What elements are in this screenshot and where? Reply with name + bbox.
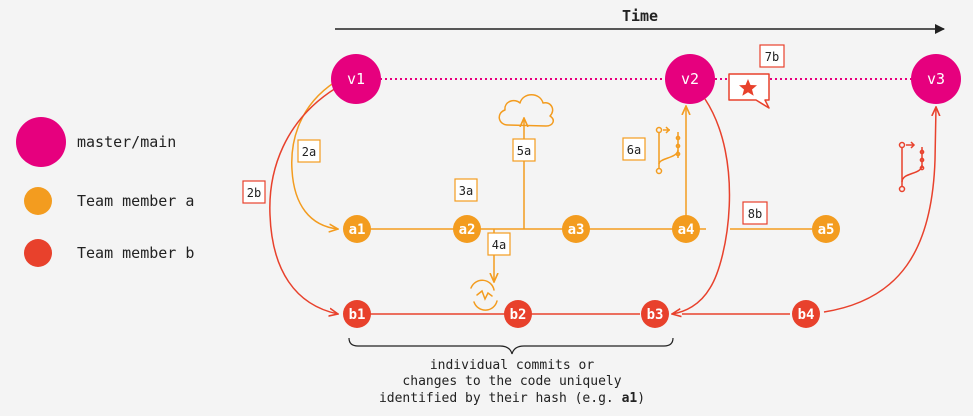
git-branch-icon — [898, 141, 925, 193]
step-label: 2a — [302, 145, 316, 159]
step-box-3a: 3a — [454, 178, 478, 202]
legend-item-team-a: Team member a — [24, 187, 194, 215]
cloud-icon — [498, 94, 554, 127]
v2-to-b3-arrow — [672, 98, 731, 314]
caption: individual commits or changes to the cod… — [379, 358, 645, 406]
legend-label: Team member a — [77, 192, 194, 210]
node-label: b1 — [349, 307, 366, 323]
step-box-2a: 2a — [297, 139, 321, 163]
legend-label: Team member b — [77, 244, 194, 262]
step-label: 7b — [765, 50, 779, 64]
commit-b3: b3 — [641, 300, 669, 328]
step-label: 2b — [247, 186, 261, 200]
caption-line-2: changes to the code uniquely — [402, 374, 621, 389]
commits-brace — [348, 337, 674, 355]
branch-a-from-v1 — [291, 81, 338, 229]
step-box-6a: 6a — [622, 137, 646, 161]
commit-b4: b4 — [792, 300, 820, 328]
legend-label: master/main — [77, 133, 176, 151]
caption-line-3: identified by their hash (e.g. a1) — [379, 391, 645, 406]
step-label: 4a — [492, 238, 506, 252]
node-label: b4 — [798, 307, 815, 323]
time-label: Time — [622, 7, 658, 25]
step-label: 6a — [627, 143, 641, 157]
star-comment-icon — [728, 73, 770, 109]
branch-b-from-v1 — [269, 87, 338, 314]
node-label: a1 — [349, 222, 366, 238]
commit-b2: b2 — [504, 300, 532, 328]
commit-a3: a3 — [562, 215, 590, 243]
legend-swatch — [24, 239, 52, 267]
legend: master/main Team member a Team member b — [16, 117, 194, 267]
time-axis: Time — [335, 7, 945, 34]
step-box-5a: 5a — [512, 138, 536, 162]
node-label: v1 — [347, 70, 365, 88]
master-commit-v2: v2 — [665, 54, 715, 104]
legend-item-master: master/main — [16, 117, 176, 167]
legend-swatch — [24, 187, 52, 215]
step-label: 8b — [748, 207, 762, 221]
legend-swatch — [16, 117, 66, 167]
step-box-4a: 4a — [487, 232, 511, 256]
step-box-8b: 8b — [742, 201, 768, 225]
node-label: b3 — [647, 307, 664, 323]
legend-item-team-b: Team member b — [24, 239, 194, 267]
master-commit-v3: v3 — [911, 54, 961, 104]
node-label: v2 — [681, 70, 699, 88]
step-label: 3a — [459, 184, 473, 198]
b4-to-v3-arrow — [823, 107, 936, 313]
commit-a5: a5 — [812, 215, 840, 243]
caption-line-1: individual commits or — [430, 358, 595, 373]
node-label: b2 — [510, 307, 527, 323]
master-commit-v1: v1 — [331, 54, 381, 104]
node-label: a3 — [568, 222, 585, 238]
step-box-2b: 2b — [242, 180, 266, 204]
node-label: a2 — [459, 222, 476, 238]
git-branch-icon — [655, 126, 681, 175]
commit-b1: b1 — [343, 300, 371, 328]
node-label: a4 — [678, 222, 695, 238]
commit-a2: a2 — [453, 215, 481, 243]
step-label: 5a — [517, 144, 531, 158]
commit-a4: a4 — [672, 215, 700, 243]
step-box-7b: 7b — [759, 44, 785, 68]
node-label: a5 — [818, 222, 835, 238]
commit-a1: a1 — [343, 215, 371, 243]
node-label: v3 — [927, 70, 945, 88]
sync-icon — [470, 279, 498, 311]
